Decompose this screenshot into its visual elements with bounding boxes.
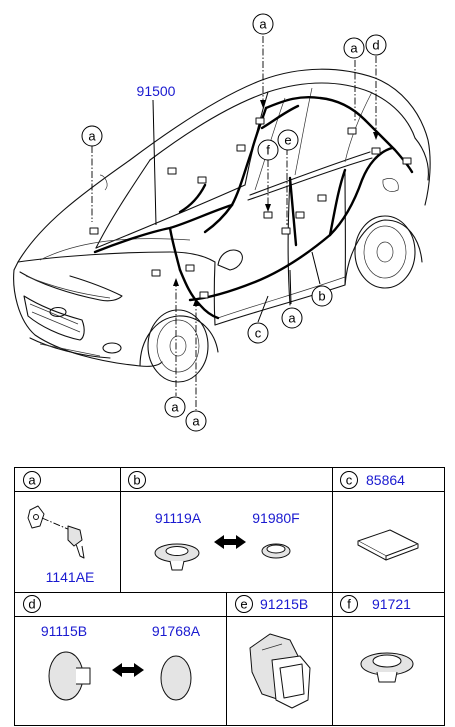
car-body	[13, 68, 431, 383]
callout-f: f	[257, 139, 279, 161]
callout-rear-a: a	[343, 37, 365, 59]
svg-text:a: a	[259, 17, 267, 32]
callout-e: e	[277, 129, 299, 151]
svg-text:a: a	[88, 129, 96, 144]
svg-text:b: b	[318, 289, 325, 304]
part-number-91721: 91721	[372, 596, 411, 612]
part-number-91119A: 91119A	[155, 510, 202, 526]
oval-plug-illustration	[160, 655, 192, 701]
cell-e-letter: e	[240, 597, 247, 612]
part-number-91768A: 91768A	[152, 623, 201, 639]
cell-f-letter: f	[347, 597, 351, 612]
bolt-illustration	[27, 505, 85, 559]
wiring-diagram: a a d a f e c a b a a 91500	[13, 13, 431, 432]
svg-text:a: a	[288, 311, 296, 326]
part-number-91115B: 91115B	[41, 623, 87, 639]
leader-lines	[91, 36, 379, 410]
cell-b-letter: b	[133, 473, 140, 488]
svg-text:a: a	[192, 414, 200, 429]
cell-b: b 91119A 91980F	[128, 471, 300, 571]
part-number-91980F: 91980F	[252, 510, 299, 526]
callout-top-a: a	[252, 13, 274, 35]
callout-a-bottom-2: a	[185, 410, 207, 432]
callout-a-bottom-right: a	[281, 307, 303, 329]
cell-c: c 85864	[340, 471, 419, 561]
grommet-illustration	[154, 543, 200, 571]
parts-table: a 1141AE b 91119A 91980F c 85	[14, 467, 445, 726]
part-number-91215B: 91215B	[260, 596, 308, 612]
cell-d: d 91115B 91768A	[23, 595, 201, 701]
svg-text:c: c	[255, 326, 262, 341]
cell-c-letter: c	[346, 473, 353, 488]
svg-text:a: a	[350, 41, 358, 56]
callout-rear-d: d	[365, 34, 387, 56]
wiring-harness	[89, 95, 414, 320]
double-arrow-icon	[214, 535, 246, 549]
double-arrow-icon	[112, 663, 144, 677]
svg-text:e: e	[284, 133, 291, 148]
table-grid	[14, 467, 445, 726]
callout-left-a: a	[81, 125, 103, 147]
connector-boot-illustration	[249, 633, 311, 709]
plug-illustration	[261, 543, 291, 559]
callout-b: b	[311, 285, 333, 307]
cell-a-letter: a	[28, 473, 36, 488]
cell-f: f 91721	[340, 595, 414, 683]
svg-text:d: d	[372, 38, 379, 53]
grommet-round-illustration	[360, 652, 414, 683]
svg-text:f: f	[266, 143, 270, 158]
harness-part-number: 91500	[137, 83, 176, 99]
callout-c: c	[247, 322, 269, 344]
part-number-85864: 85864	[366, 472, 405, 488]
cell-d-letter: d	[28, 597, 35, 612]
part-number-1141AE: 1141AE	[46, 569, 95, 585]
pad-illustration	[357, 529, 419, 561]
callout-a-bottom-1: a	[164, 396, 186, 418]
cell-e: e 91215B	[235, 595, 311, 709]
cell-a: a 1141AE	[23, 471, 95, 585]
svg-text:a: a	[171, 400, 179, 415]
plug-oval-illustration	[48, 651, 91, 701]
